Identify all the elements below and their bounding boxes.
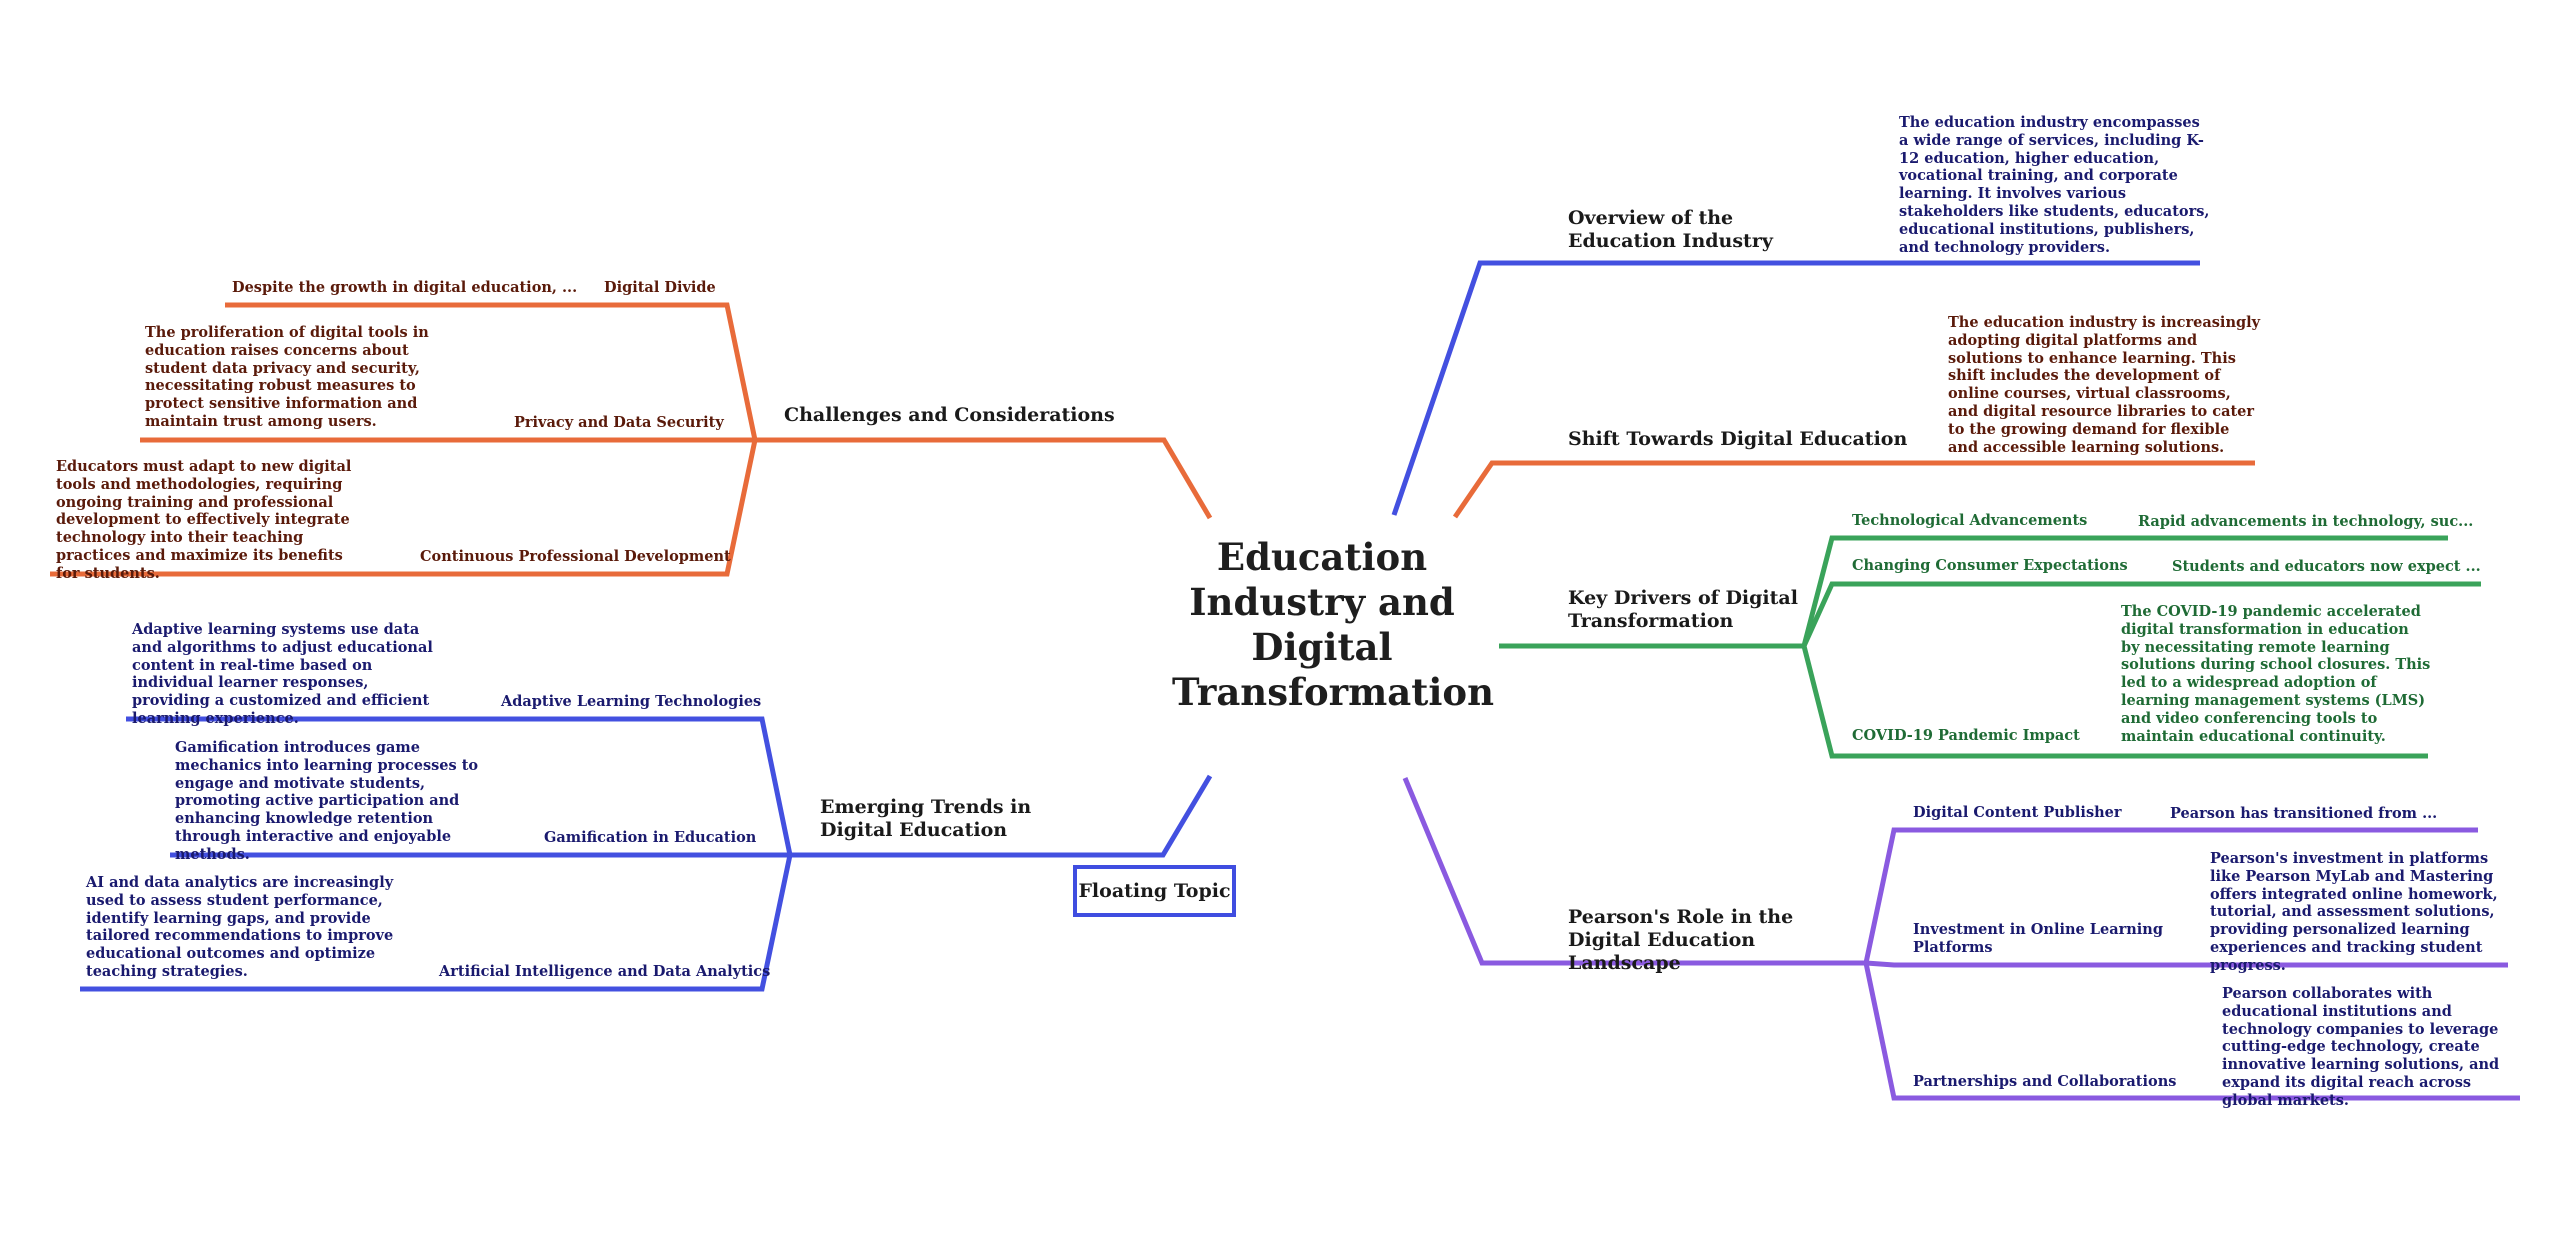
overview-detail[interactable]: The education industry encompasses a wid… bbox=[1899, 114, 2210, 256]
challenges-item-development[interactable]: Continuous Professional Development bbox=[420, 548, 731, 565]
drivers-tech-detail[interactable]: Rapid advancements in technology, suc... bbox=[2138, 513, 2474, 530]
pearson-item-publisher[interactable]: Digital Content Publisher bbox=[1913, 804, 2122, 821]
challenges-privacy-detail[interactable]: The proliferation of digital tools in ed… bbox=[145, 324, 429, 430]
topic-pearson[interactable]: Pearson's Role in the Digital Education … bbox=[1568, 906, 1794, 974]
line-challenges bbox=[755, 437, 1213, 520]
line-overview bbox=[1391, 260, 2200, 516]
line-drivers-3 bbox=[1801, 645, 2428, 759]
pearson-publisher-detail[interactable]: Pearson has transitioned from ... bbox=[2170, 805, 2438, 822]
line-challenges-3 bbox=[50, 439, 758, 577]
pearson-item-partnerships[interactable]: Partnerships and Collaborations bbox=[1913, 1073, 2177, 1090]
topic-overview-label: Overview of the Education Industry bbox=[1568, 207, 1773, 252]
line-trends-1 bbox=[126, 716, 793, 856]
line-drivers-1 bbox=[1801, 535, 2448, 647]
trends-gamification-detail[interactable]: Gamification introduces game mechanics i… bbox=[175, 739, 479, 863]
challenges-development-detail[interactable]: Educators must adapt to new digital tool… bbox=[56, 458, 352, 582]
line-shift bbox=[1452, 460, 2255, 519]
trends-adaptive-detail[interactable]: Adaptive learning systems use data and a… bbox=[132, 621, 433, 727]
trends-item-adaptive[interactable]: Adaptive Learning Technologies bbox=[501, 693, 762, 710]
shift-detail[interactable]: The education industry is increasingly a… bbox=[1948, 314, 2261, 456]
challenges-item-privacy[interactable]: Privacy and Data Security bbox=[514, 414, 724, 431]
pearson-investment-detail[interactable]: Pearson's investment in platforms like P… bbox=[2210, 850, 2498, 974]
trends-item-gamification[interactable]: Gamification in Education bbox=[544, 829, 757, 846]
line-challenges-1 bbox=[225, 302, 758, 441]
pearson-item-investment[interactable]: Investment in Online Learning Platforms bbox=[1913, 921, 2163, 956]
topic-drivers[interactable]: Key Drivers of Digital Transformation bbox=[1568, 587, 1798, 632]
topic-challenges[interactable]: Challenges and Considerations bbox=[784, 404, 1115, 426]
line-pearson-2 bbox=[1865, 960, 2508, 968]
drivers-covid-detail[interactable]: The COVID-19 pandemic accelerated digita… bbox=[2121, 603, 2431, 745]
central-topic[interactable]: Education Industry and Digital Transform… bbox=[1172, 535, 1494, 714]
topic-trends[interactable]: Emerging Trends in Digital Education bbox=[820, 796, 1032, 841]
line-pearson-3 bbox=[1863, 962, 2520, 1101]
line-pearson bbox=[1402, 777, 1866, 966]
drivers-consumer-detail[interactable]: Students and educators now expect ... bbox=[2172, 558, 2481, 575]
trends-item-ai[interactable]: Artificial Intelligence and Data Analyti… bbox=[439, 963, 771, 980]
topic-overview[interactable]: Overview of the Education Industry bbox=[1568, 207, 1828, 253]
line-trends bbox=[790, 774, 1213, 858]
trends-ai-detail[interactable]: AI and data analytics are increasingly u… bbox=[86, 874, 394, 980]
drivers-item-tech[interactable]: Technological Advancements bbox=[1852, 512, 2088, 529]
pearson-partnerships-detail[interactable]: Pearson collaborates with educational in… bbox=[2222, 985, 2500, 1109]
floating-topic[interactable]: Floating Topic bbox=[1073, 865, 1236, 917]
line-drivers-2 bbox=[1801, 581, 2481, 648]
drivers-item-consumer[interactable]: Changing Consumer Expectations bbox=[1852, 557, 2128, 574]
line-trends-3 bbox=[80, 854, 793, 992]
drivers-item-covid[interactable]: COVID-19 Pandemic Impact bbox=[1852, 727, 2080, 744]
challenges-item-divide[interactable]: Digital Divide bbox=[604, 279, 716, 296]
topic-shift[interactable]: Shift Towards Digital Education bbox=[1568, 428, 1908, 450]
challenges-divide-detail[interactable]: Despite the growth in digital education,… bbox=[232, 279, 578, 296]
line-pearson-1 bbox=[1863, 827, 2478, 964]
